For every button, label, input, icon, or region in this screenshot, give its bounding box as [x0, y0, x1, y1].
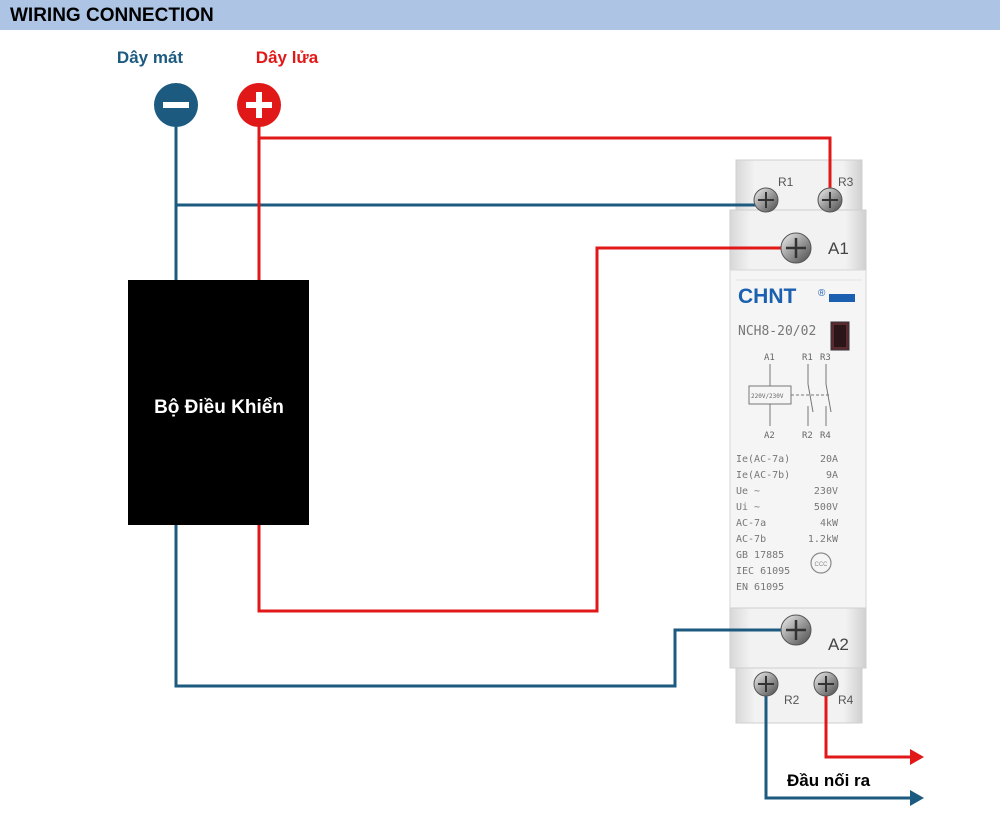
spec-label: Ui ~ [736, 502, 760, 513]
brand-mark: ® [818, 288, 826, 299]
contactor: R1 R3 A1 A2 R2 R4 CHNT ® NCH8-20/02 A1 R… [729, 159, 867, 724]
terminal-label-r4: R4 [838, 693, 854, 707]
controller-box [128, 280, 309, 525]
schematic-r3: R3 [820, 353, 831, 363]
spec-label: AC-7a [736, 518, 766, 529]
spec-value: 9A [826, 470, 838, 481]
output-label: Đầu nối ra [787, 771, 871, 790]
contactor-schematic: A1 R1 R3 220V/230V A2 R2 R4 [748, 353, 832, 441]
live-wire-to-r3 [259, 136, 832, 200]
screw-r4 [813, 671, 839, 697]
spec-label: AC-7b [736, 534, 766, 545]
spec-value: 20A [820, 454, 838, 465]
schematic-a2: A2 [764, 431, 775, 441]
neutral-output-arrow [910, 790, 924, 806]
standard-text: IEC 61095 [736, 566, 790, 577]
schematic-r4: R4 [820, 431, 831, 441]
neutral-wires [174, 124, 910, 800]
live-label: Dây lửa [256, 48, 319, 67]
minus-icon-bar [163, 102, 189, 108]
ccc-mark-icon [810, 552, 832, 574]
standard-text: EN 61095 [736, 582, 784, 593]
schematic-r1: R1 [802, 353, 813, 363]
contactor-bottom-block [735, 667, 863, 724]
spec-value: 500V [814, 502, 838, 513]
spec-label: Ue ~ [736, 486, 760, 497]
screw-r3 [817, 187, 843, 213]
schematic-r2: R2 [802, 431, 813, 441]
model-number: NCH8-20/02 [738, 324, 816, 339]
page-title: WIRING CONNECTION [10, 5, 214, 26]
neutral-label: Dây mát [117, 48, 183, 67]
header-band: WIRING CONNECTION [0, 0, 1000, 30]
live-output-wire [824, 688, 910, 759]
controller-label: Bộ Điều Khiển [154, 397, 284, 418]
terminal-label-a2: A2 [828, 635, 849, 654]
spec-label: Ie(AC-7b) [736, 470, 790, 481]
brand-logo: CHNT [738, 285, 796, 308]
live-wires [257, 124, 910, 759]
screw-a1 [780, 232, 812, 264]
spec-value: 1.2kW [808, 534, 839, 545]
brand-bar [829, 294, 855, 302]
status-window-inner [834, 325, 846, 347]
spec-label: Ie(AC-7a) [736, 454, 790, 465]
live-output-arrow [910, 749, 924, 765]
schematic-a1: A1 [764, 353, 775, 363]
terminal-label-r2: R2 [784, 693, 800, 707]
neutral-output-wire [764, 688, 910, 800]
live-wire-controller-to-a1 [257, 246, 792, 613]
neutral-wire-controller-to-a2 [174, 525, 794, 688]
plus-icon-vbar [256, 92, 262, 118]
coil-voltage: 220V/230V [751, 393, 784, 400]
terminal-label-a1: A1 [828, 239, 849, 258]
screw-a2 [780, 614, 812, 646]
ccc-mark-text: CCC [815, 562, 829, 568]
spec-value: 230V [814, 486, 838, 497]
spec-table: Ie(AC-7a) 20A Ie(AC-7b) 9A Ue ~ 230V Ui … [736, 454, 839, 593]
screw-r2 [753, 671, 779, 697]
terminal-label-r1: R1 [778, 175, 794, 189]
screw-r1 [753, 187, 779, 213]
spec-value: 4kW [820, 518, 839, 529]
standard-text: GB 17885 [736, 550, 784, 561]
terminal-label-r3: R3 [838, 175, 854, 189]
